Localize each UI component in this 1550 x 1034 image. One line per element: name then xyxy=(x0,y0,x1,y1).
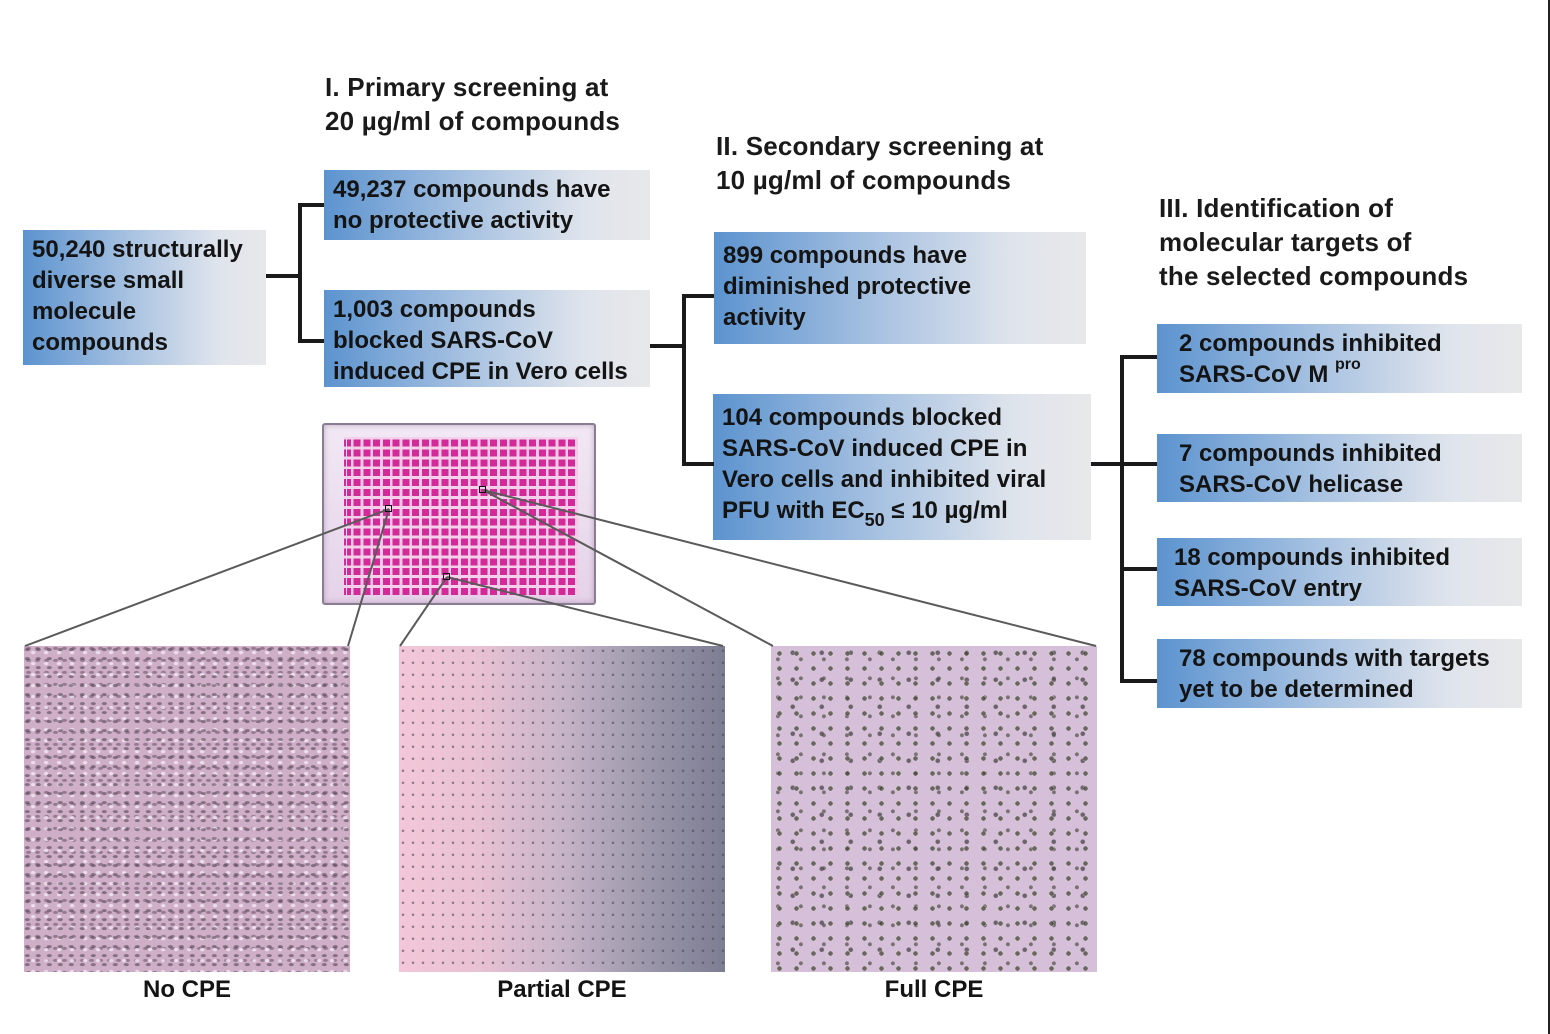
connector-to-mpro xyxy=(1120,355,1157,359)
mpro-text: 2 compounds inhibited SARS-CoV M xyxy=(1179,330,1442,388)
connector-pfu-stem xyxy=(1091,462,1124,466)
diminished-activity-box: 899 compounds have diminished protective… xyxy=(714,232,1086,344)
connector-to-undetermined xyxy=(1120,679,1157,683)
well-marker-no-cpe xyxy=(385,505,392,512)
connector-identification-vertical xyxy=(1120,355,1124,683)
entry-inhibitors-box: 18 compounds inhibited SARS-CoV entry xyxy=(1157,538,1522,606)
connector-start-stem xyxy=(266,274,300,278)
connector-primary-vertical xyxy=(298,203,302,343)
secondary-screening-heading: II. Secondary screening at 10 µg/ml of c… xyxy=(716,131,1044,195)
no-activity-box: 49,237 compounds have no protective acti… xyxy=(324,170,650,240)
caption-partial-cpe: Partial CPE xyxy=(497,976,627,1003)
primary-screening-heading: I. Primary screening at 20 µg/ml of comp… xyxy=(325,72,621,136)
connector-blocked-stem xyxy=(650,344,686,348)
right-border xyxy=(1548,0,1550,1034)
mpro-inhibitors-box: 2 compounds inhibited SARS-CoV M pro xyxy=(1157,324,1522,393)
well-plate-wells xyxy=(344,437,578,595)
well-marker-partial-cpe xyxy=(443,573,450,580)
micrograph-no-cpe xyxy=(24,646,350,972)
connector-to-blocked xyxy=(298,339,324,343)
connector-secondary-vertical xyxy=(682,294,686,466)
micrograph-full-cpe xyxy=(771,646,1097,972)
identification-heading: III. Identification of molecular targets… xyxy=(1159,193,1469,291)
micrograph-partial-cpe xyxy=(399,646,725,972)
connector-to-inhibited-pfu xyxy=(682,462,714,466)
connector-to-entry xyxy=(1120,567,1157,571)
undetermined-targets-box: 78 compounds with targets yet to be dete… xyxy=(1157,639,1522,708)
ec50-threshold: ≤ 10 µg/ml xyxy=(884,497,1008,524)
connector-to-helicase xyxy=(1120,462,1157,466)
connector-to-diminished xyxy=(682,294,714,298)
well-plate-image xyxy=(322,423,596,605)
inhibited-pfu-box: 104 compounds blocked SARS-CoV induced C… xyxy=(713,394,1091,540)
helicase-inhibitors-box: 7 compounds inhibited SARS-CoV helicase xyxy=(1157,434,1522,502)
connector-to-no-activity xyxy=(298,203,324,207)
start-compounds-box: 50,240 structurally diverse small molecu… xyxy=(23,230,266,365)
mpro-superscript: pro xyxy=(1335,356,1361,373)
blocked-cpe-box: 1,003 compounds blocked SARS-CoV induced… xyxy=(324,290,650,387)
well-marker-full-cpe xyxy=(479,486,486,493)
caption-full-cpe: Full CPE xyxy=(884,976,984,1003)
ec50-subscript: 50 xyxy=(864,510,885,530)
caption-no-cpe: No CPE xyxy=(142,976,231,1003)
